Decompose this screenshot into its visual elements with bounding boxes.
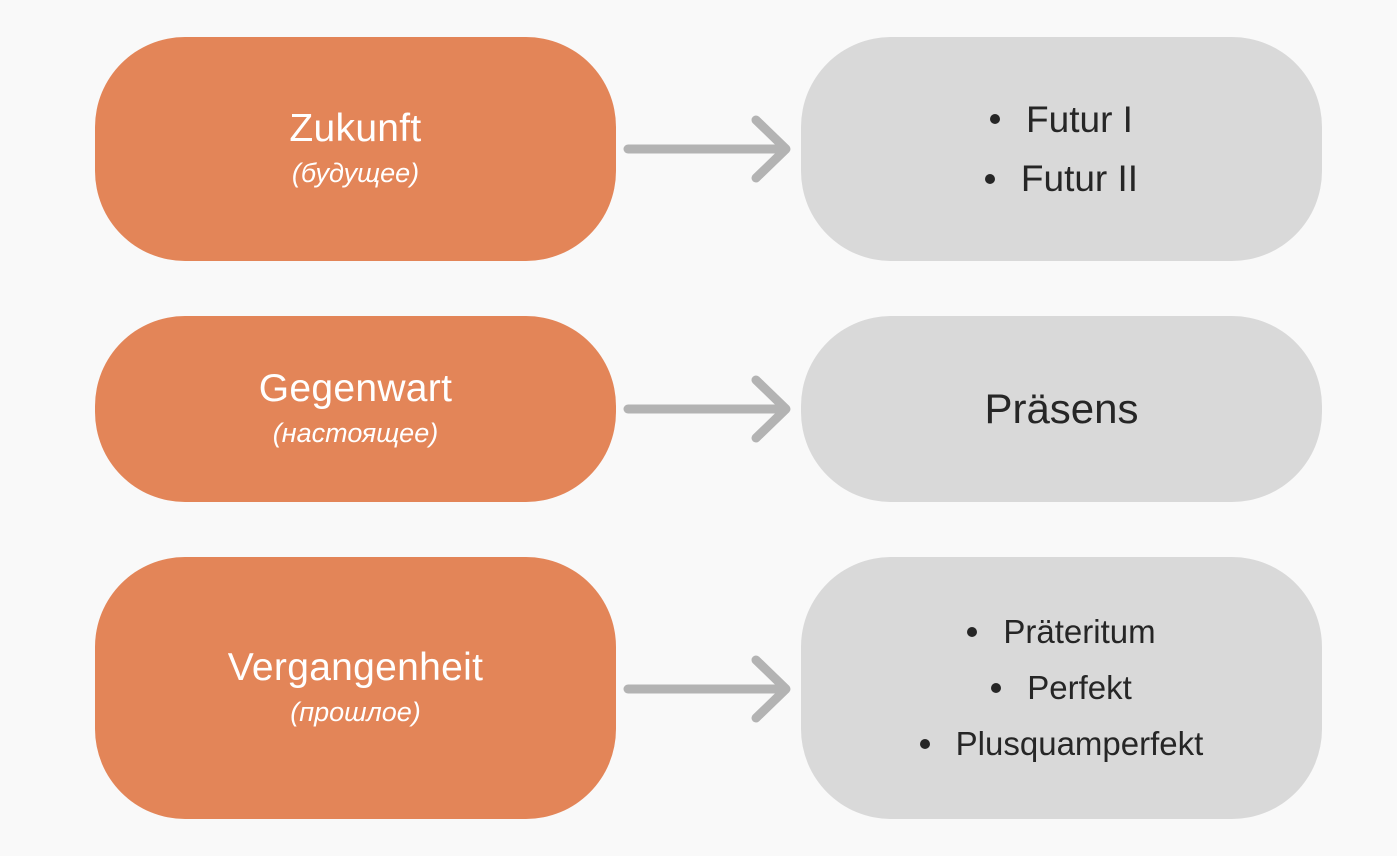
list-item: Futur II [984, 149, 1139, 208]
time-translation: (прошлое) [290, 696, 421, 727]
time-box-past: Vergangenheit (прошлое) [95, 557, 616, 819]
list-item: Futur I [985, 90, 1138, 149]
time-label: Gegenwart [258, 367, 453, 411]
tense-box-present: Präsens [801, 316, 1322, 502]
bullet-icon [967, 626, 978, 637]
tense-list: Futur I Futur II [984, 90, 1139, 208]
tense-label: Futur II [1020, 158, 1139, 199]
time-label: Zukunft [289, 107, 422, 151]
bullet-icon [919, 739, 930, 750]
list-item: Präteritum [920, 604, 1204, 660]
tense-box-past: Präteritum Perfekt Plusquamperfekt [801, 557, 1322, 819]
tense-label: Perfekt [1027, 668, 1132, 706]
tense-label: Plusquamperfekt [955, 725, 1204, 763]
arrow-right-icon [623, 375, 791, 443]
bullet-icon [990, 114, 1001, 125]
time-translation: (настоящее) [272, 417, 439, 448]
arrow-right-icon [623, 655, 791, 723]
arrow-right-icon [623, 115, 791, 183]
list-item: Plusquamperfekt [919, 716, 1204, 772]
row-present: Gegenwart (настоящее) Präsens [0, 316, 1397, 502]
bullet-icon [991, 683, 1002, 693]
time-translation: (будущее) [291, 157, 420, 188]
tense-label: Präteritum [1003, 612, 1156, 650]
time-box-present: Gegenwart (настоящее) [95, 316, 616, 502]
list-item: Perfekt [920, 660, 1204, 716]
time-box-future: Zukunft (будущее) [95, 37, 616, 261]
row-future: Zukunft (будущее) Futur I Futur II [0, 37, 1397, 261]
bullet-icon [984, 173, 995, 184]
tense-label: Futur I [1026, 98, 1133, 140]
tense-label: Präsens [984, 385, 1139, 432]
row-past: Vergangenheit (прошлое) Präteritum Perfe… [0, 557, 1397, 819]
time-label: Vergangenheit [227, 646, 484, 690]
tense-list: Präteritum Perfekt Plusquamperfekt [919, 604, 1204, 772]
tense-box-future: Futur I Futur II [801, 37, 1322, 261]
